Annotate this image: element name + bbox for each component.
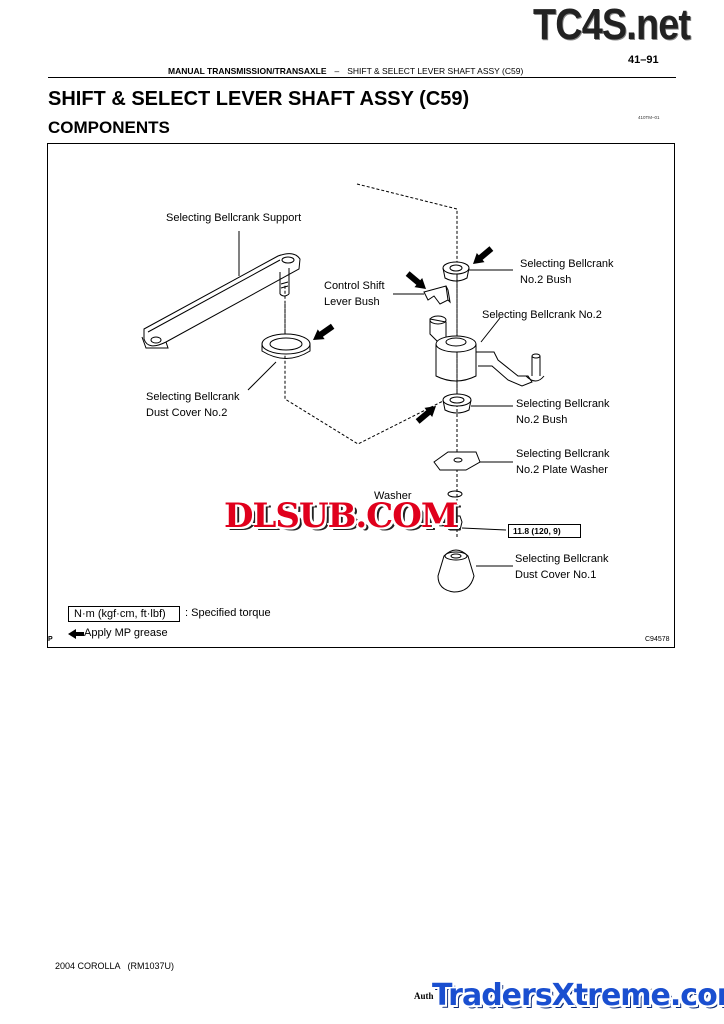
doc-id: 410TM–01 [638, 115, 660, 120]
label-no2-bush-bottom: Selecting Bellcrank No.2 Bush [516, 398, 610, 426]
grease-arrow-icon [405, 271, 426, 289]
leader-dust-cover-no2 [247, 361, 277, 391]
footer-page-fragment: 12 [645, 987, 656, 997]
dlsub-watermark: DLSUB.COM [224, 496, 458, 536]
page-title: SHIFT & SELECT LEVER SHAFT ASSY (C59) [48, 88, 470, 110]
bolt-part [447, 515, 507, 531]
no2-bush-top-part [442, 261, 470, 282]
bellcrank-no2-part [429, 315, 545, 387]
components-diagram: Selecting Bellcrank Support Control Shif… [47, 143, 675, 648]
corner-mark: P [48, 636, 53, 643]
label-bellcrank-support: Selecting Bellcrank Support [166, 212, 302, 224]
leader-torque [461, 527, 507, 531]
dust-cover-no1-part [437, 549, 475, 593]
running-head-separator: – [334, 66, 340, 76]
label-dust-cover-no1: Selecting Bellcrank Dust Cover No.1 [515, 553, 609, 581]
grease-arrow-icon [473, 246, 494, 264]
dust-cover-no2-part [261, 333, 311, 359]
section-subtitle: COMPONENTS [48, 118, 170, 137]
tradersxtreme-watermark: TradersXtreme.com [432, 978, 724, 1013]
header-rule [48, 77, 676, 78]
legend-grease-text: Apply MP grease [84, 627, 168, 639]
running-head-topic: SHIFT & SELECT LEVER SHAFT ASSY (C59) [347, 66, 524, 76]
legend-torque-unit: N·m (kgf·cm, ft·lbf) [68, 606, 180, 622]
grease-arrow-icons [68, 246, 494, 639]
grease-arrow-icon [313, 323, 335, 340]
grease-arrow-icon [415, 406, 436, 424]
running-head: MANUAL TRANSMISSION/TRANSAXLE–SHIFT & SE… [168, 66, 523, 76]
bellcrank-support-part [141, 253, 301, 349]
running-head-section: MANUAL TRANSMISSION/TRANSAXLE [168, 66, 327, 76]
washer-part [447, 490, 463, 498]
tc4s-watermark: TC4S.net [533, 0, 691, 49]
components-illustration [68, 183, 545, 639]
dashed-guide-left [284, 183, 458, 445]
label-washer: Washer [374, 490, 412, 502]
control-shift-lever-bush-part [423, 285, 451, 305]
footer-auth: Auth [414, 991, 434, 1001]
label-control-shift-lever-bush: Control Shift Lever Bush [324, 280, 385, 308]
label-bellcrank-no2: Selecting Bellcrank No.2 [482, 309, 602, 321]
grease-arrow-icon [68, 629, 84, 639]
plate-washer-part [433, 451, 481, 471]
footer-model: 2004 COROLLA (RM1037U) [55, 961, 175, 971]
label-dust-cover-no2: Selecting Bellcrank Dust Cover No.2 [146, 391, 240, 419]
label-no2-bush-top: Selecting Bellcrank No.2 Bush [520, 258, 614, 286]
legend-grease: Apply MP grease [68, 627, 168, 639]
legend-torque-desc: : Specified torque [185, 607, 271, 619]
page-number: 41–91 [628, 54, 659, 66]
leader-bellcrank-no2 [480, 317, 501, 343]
no2-bush-bottom-part [442, 393, 472, 414]
label-plate-washer: Selecting Bellcrank No.2 Plate Washer [516, 448, 610, 476]
torque-spec-box: 11.8 (120, 9) [508, 524, 581, 538]
illustration-code: C94578 [645, 636, 670, 643]
